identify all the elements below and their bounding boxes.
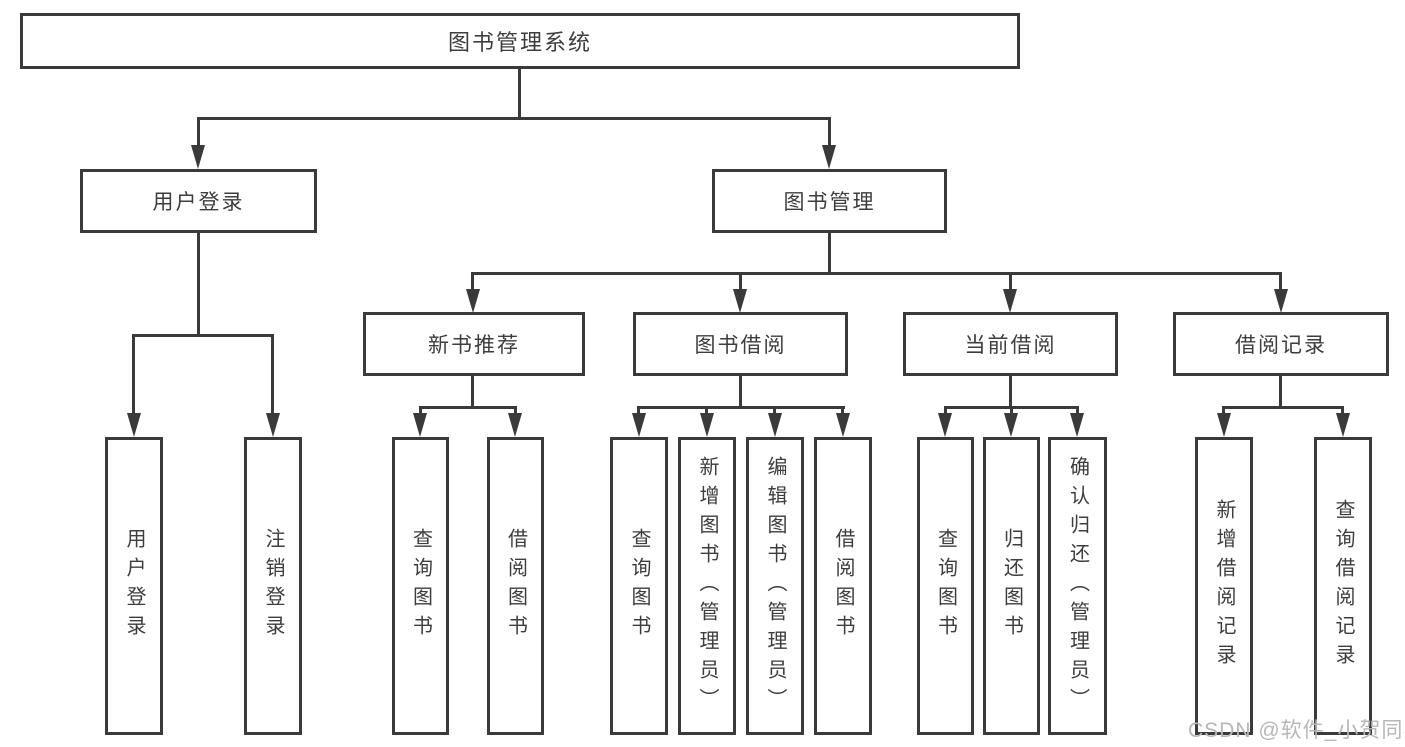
node-user-login-label: 用户登录 (152, 191, 245, 214)
leaf-confirm-return-admin-label: 确认归还（管理员） (1066, 455, 1089, 717)
arrow-down-icon (1070, 413, 1084, 437)
arrow-down-icon (266, 413, 280, 437)
connector-line (471, 272, 1282, 275)
connector-line (419, 406, 422, 416)
leaf-confirm-return-admin: 确认归还（管理员） (1048, 437, 1107, 735)
node-library-management-system: 图书管理系统 (20, 13, 1020, 69)
leaf-edit-books-admin-label: 编辑图书（管理员） (764, 455, 786, 717)
connector-line (1222, 406, 1344, 409)
arrow-down-icon (700, 413, 714, 437)
connector-line (419, 406, 517, 409)
node-book-management: 图书管理 (712, 169, 947, 233)
leaf-query-books-1-label: 查询图书 (409, 528, 432, 644)
arrow-down-icon (836, 413, 850, 437)
leaf-borrow-books-1: 借阅图书 (487, 437, 544, 735)
arrow-down-icon (191, 145, 205, 169)
connector-line (197, 117, 831, 120)
leaf-return-books: 归还图书 (983, 437, 1040, 735)
leaf-add-books-admin: 新增图书（管理员） (678, 437, 736, 735)
arrow-down-icon (508, 413, 522, 437)
arrow-down-icon (768, 413, 782, 437)
connector-line (518, 69, 521, 119)
node-book-borrowing-label: 图书借阅 (694, 334, 787, 357)
connector-line (739, 272, 742, 292)
arrow-down-icon (1003, 289, 1017, 313)
connector-line (637, 406, 845, 409)
leaf-query-books-1: 查询图书 (392, 437, 449, 735)
node-new-book-recommend-label: 新书推荐 (428, 334, 520, 357)
connector-line (197, 233, 200, 336)
watermark: CSDN @软件_小贺同学 (1188, 719, 1405, 742)
arrow-down-icon (127, 413, 141, 437)
connector-line (1076, 406, 1079, 416)
node-book-management-label: 图书管理 (783, 191, 876, 214)
arrow-down-icon (632, 413, 646, 437)
leaf-query-books-2: 查询图书 (610, 437, 668, 735)
connector-line (132, 334, 135, 415)
leaf-edit-books-admin: 编辑图书（管理员） (746, 437, 804, 735)
node-borrow-records-label: 借阅记录 (1235, 334, 1327, 357)
arrow-down-icon (413, 413, 427, 437)
connector-line (132, 334, 274, 337)
leaf-add-borrow-record: 新增借阅记录 (1195, 437, 1253, 735)
connector-line (514, 406, 517, 416)
connector-line (944, 406, 947, 416)
connector-line (1279, 376, 1282, 408)
connector-line (773, 406, 776, 416)
leaf-add-books-admin-label: 新增图书（管理员） (696, 455, 718, 717)
leaf-borrow-books-2: 借阅图书 (814, 437, 872, 735)
connector-line (1009, 272, 1012, 292)
connector-line (828, 233, 831, 274)
leaf-user-login: 用户登录 (105, 437, 163, 735)
arrow-down-icon (822, 145, 836, 169)
arrow-down-icon (466, 289, 480, 313)
leaf-query-books-3: 查询图书 (917, 437, 974, 735)
arrow-down-icon (938, 413, 952, 437)
connector-line (1341, 406, 1344, 416)
node-library-management-system-label: 图书管理系统 (447, 30, 592, 55)
connector-line (1279, 272, 1282, 292)
node-user-login: 用户登录 (80, 169, 317, 233)
arrow-down-icon (1274, 289, 1288, 313)
leaf-return-books-label: 归还图书 (1000, 528, 1023, 644)
connector-line (637, 406, 640, 416)
arrow-down-icon (1336, 413, 1350, 437)
arrow-down-icon (733, 289, 747, 313)
leaf-query-borrow-record: 查询借阅记录 (1314, 437, 1372, 735)
leaf-logout-login-label: 注销登录 (262, 528, 284, 644)
connector-line (197, 117, 200, 148)
node-new-book-recommend: 新书推荐 (363, 312, 585, 376)
connector-line (471, 272, 474, 292)
node-current-borrowing-label: 当前借阅 (964, 334, 1057, 357)
leaf-logout-login: 注销登录 (244, 437, 302, 735)
connector-line (1222, 406, 1225, 416)
leaf-query-books-2-label: 查询图书 (628, 528, 650, 644)
arrow-down-icon (1004, 413, 1018, 437)
node-current-borrowing: 当前借阅 (903, 312, 1118, 376)
leaf-query-borrow-record-label: 查询借阅记录 (1332, 499, 1354, 673)
connector-line (471, 376, 474, 408)
leaf-query-books-3-label: 查询图书 (934, 528, 957, 644)
connector-line (841, 406, 844, 416)
connector-line (739, 376, 742, 408)
node-book-borrowing: 图书借阅 (633, 312, 848, 376)
leaf-borrow-books-1-label: 借阅图书 (504, 528, 527, 644)
leaf-add-borrow-record-label: 新增借阅记录 (1213, 499, 1235, 673)
leaf-borrow-books-2-label: 借阅图书 (832, 528, 854, 644)
connector-line (271, 334, 274, 415)
connector-line (1010, 406, 1013, 416)
connector-line (705, 406, 708, 416)
node-borrow-records: 借阅记录 (1173, 312, 1389, 376)
arrow-down-icon (1217, 413, 1231, 437)
leaf-user-login-label: 用户登录 (123, 528, 145, 644)
connector-line (828, 117, 831, 148)
connector-line (1009, 376, 1012, 408)
